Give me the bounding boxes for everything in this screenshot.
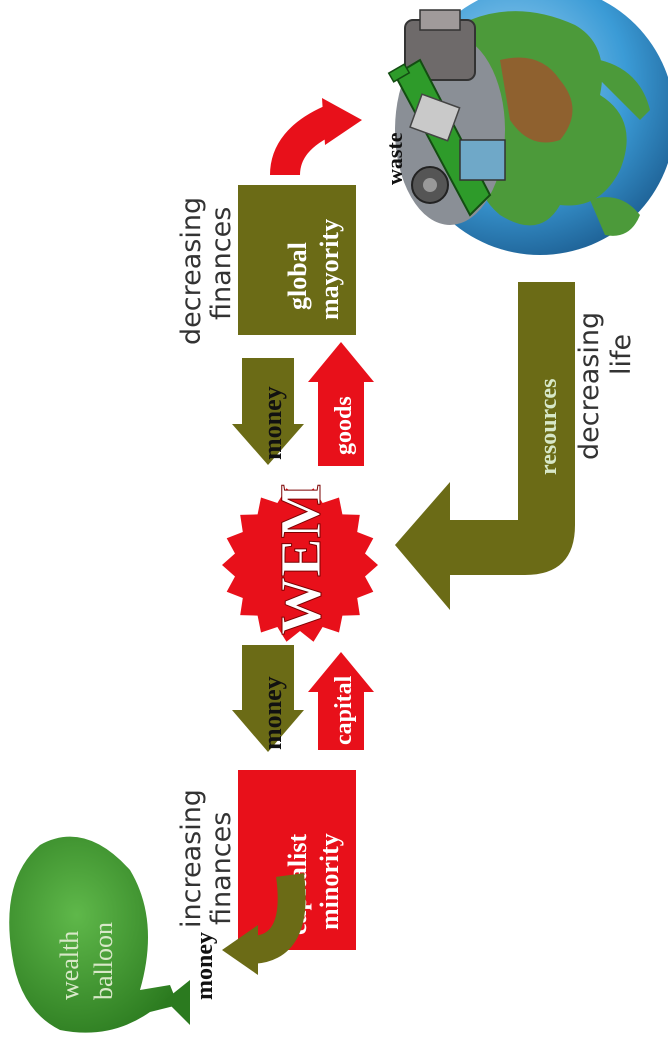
capital-label: capital xyxy=(331,675,357,745)
global-mayority-line2: mayority xyxy=(315,219,344,320)
capitalist-minority-line2: minority xyxy=(315,833,344,930)
money-label-left: money xyxy=(258,676,287,750)
increasing-finances-line1: increasing xyxy=(176,789,207,928)
waste-label: waste xyxy=(382,132,407,185)
goods-label: goods xyxy=(331,396,357,455)
resources-label: resources xyxy=(536,379,562,475)
capitalist-minority-box: capitalist minority xyxy=(238,770,356,950)
balloon-icon: wealth balloon xyxy=(9,836,190,1033)
decreasing-finances-line2: finances xyxy=(206,207,237,320)
money-balloon-label: money xyxy=(192,932,218,1000)
decreasing-life-line2: life xyxy=(606,334,637,375)
money-label-right: money xyxy=(258,386,287,460)
global-mayority-line1: global xyxy=(283,242,312,310)
wem-label: WEM xyxy=(268,484,333,635)
decreasing-life-line1: decreasing xyxy=(574,312,605,460)
resources-arrow xyxy=(395,282,575,610)
waste-curved-arrow xyxy=(270,98,362,177)
gear-body xyxy=(222,488,378,642)
balloon-curved-arrow xyxy=(222,873,306,975)
trash-pile-icon xyxy=(387,9,506,225)
wealth-balloon-line2: balloon xyxy=(89,922,118,1000)
capital-arrow xyxy=(308,652,374,750)
goods-arrow xyxy=(308,342,374,466)
decreasing-finances-line1: decreasing xyxy=(176,197,207,345)
money-arrow-right xyxy=(232,358,304,465)
global-mayority-box: global mayority xyxy=(238,185,356,335)
wealth-balloon-line1: wealth xyxy=(55,931,84,1000)
gear-icon xyxy=(222,488,378,642)
money-arrow-left xyxy=(232,645,304,752)
increasing-finances-line2: finances xyxy=(206,812,237,925)
